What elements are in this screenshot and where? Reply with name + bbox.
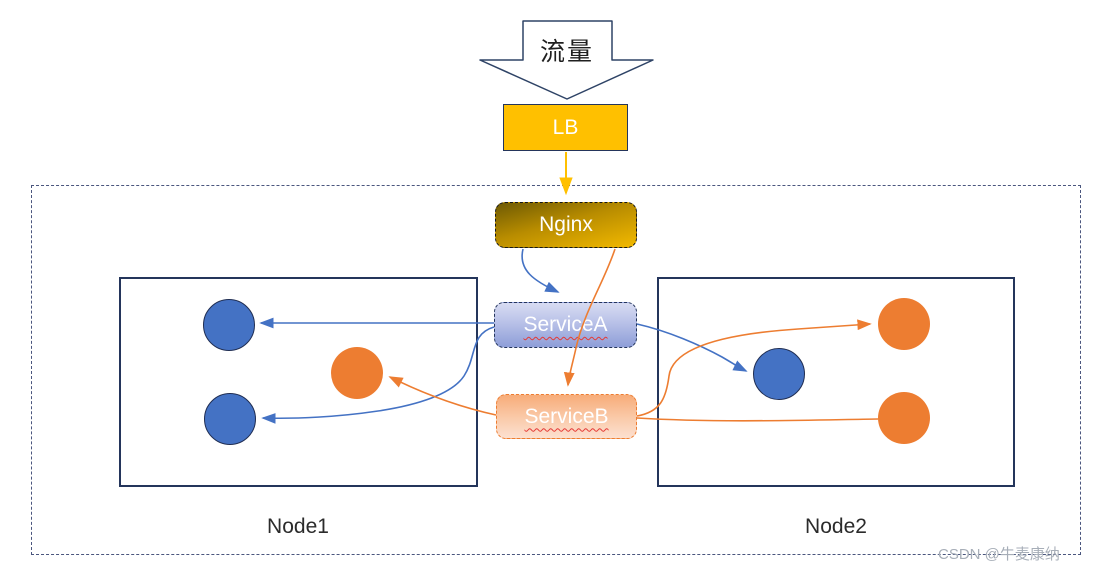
node1-pod-blue-top <box>203 299 255 351</box>
node2-label: Node2 <box>805 515 867 538</box>
node1-box <box>119 277 478 487</box>
service-b-box: ServiceB <box>496 394 637 439</box>
traffic-label: 流量 <box>539 38 594 66</box>
nginx-label: Nginx <box>539 213 593 236</box>
service-b-label: ServiceB <box>524 404 609 428</box>
service-a-box: ServiceA <box>494 302 637 348</box>
node1-label: Node1 <box>267 515 329 538</box>
node2-pod-orange-top <box>878 298 930 350</box>
node2-box <box>657 277 1015 487</box>
service-a-label: ServiceA <box>523 313 608 336</box>
watermark-text: CSDN @牛麦康纳 <box>938 546 1060 563</box>
node2-pod-blue <box>753 348 805 400</box>
node1-pod-orange <box>331 347 383 399</box>
cluster-dashed-border <box>31 185 1081 555</box>
node2-pod-orange-bottom <box>878 392 930 444</box>
node1-pod-blue-bottom <box>204 393 256 445</box>
load-balancer-label: LB <box>552 115 579 139</box>
nginx-box: Nginx <box>495 202 637 248</box>
load-balancer-box: LB <box>503 104 628 151</box>
